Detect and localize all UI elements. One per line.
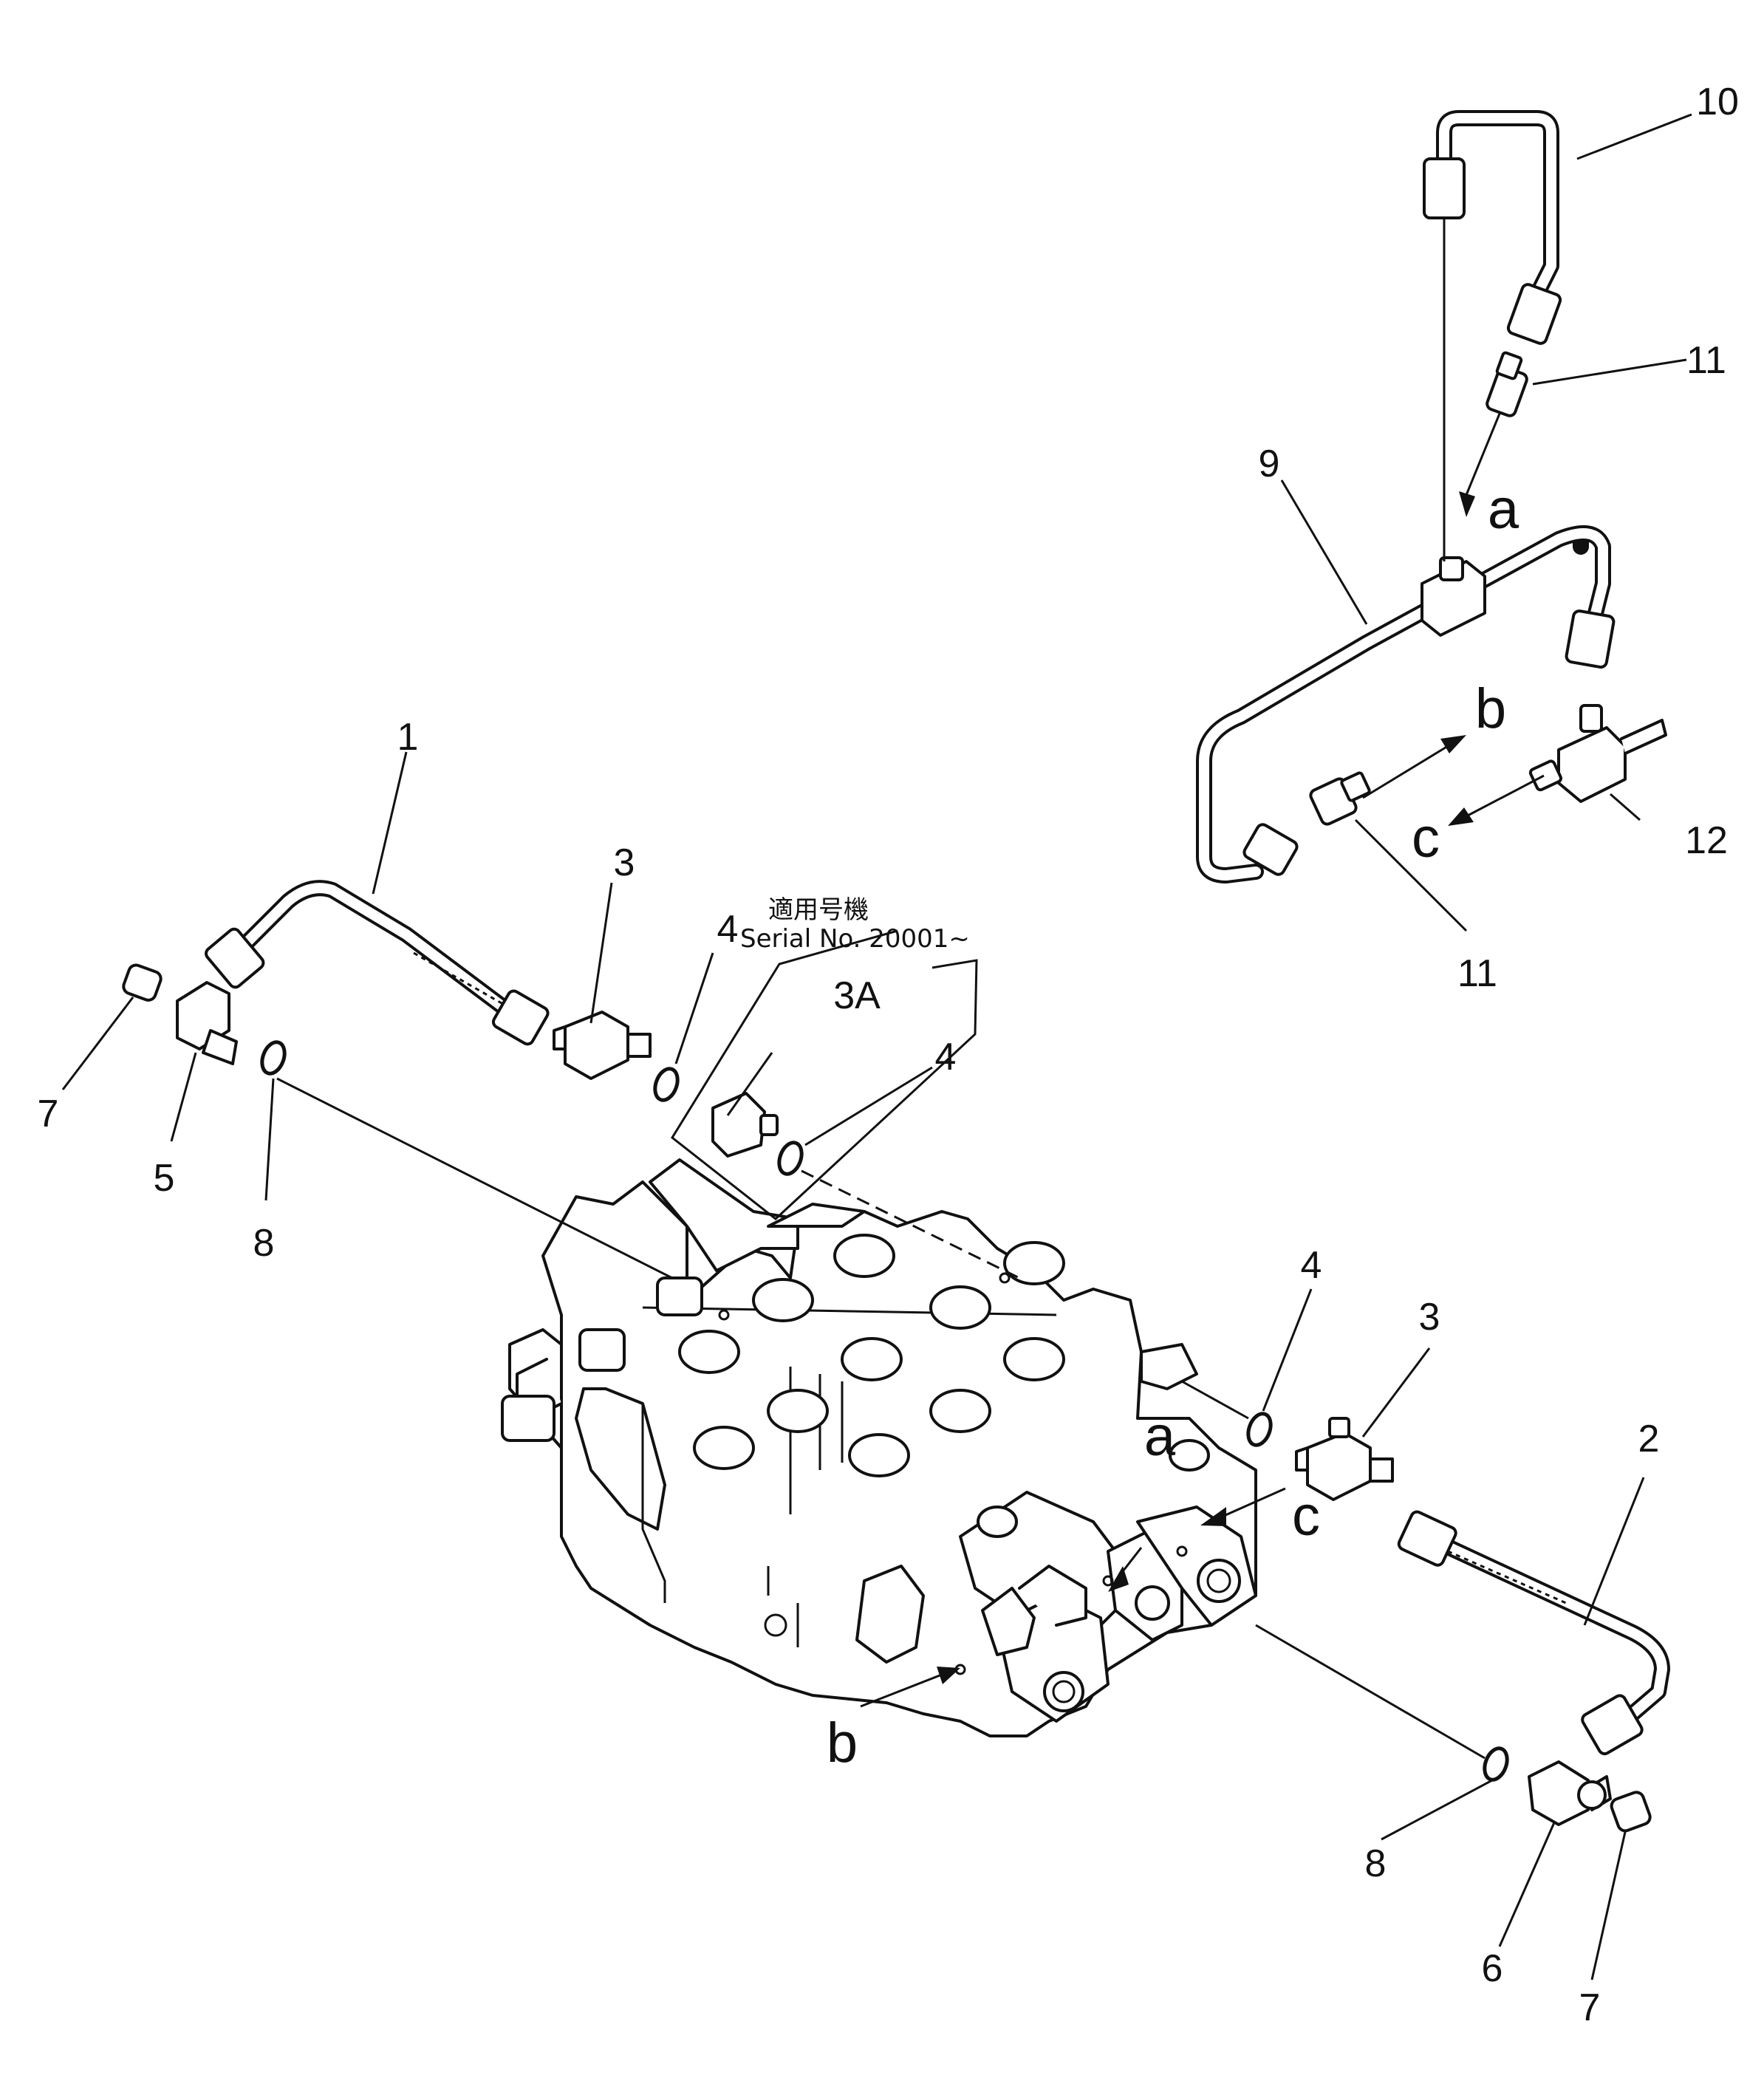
o-ring-4-note bbox=[777, 1141, 804, 1176]
nut-1-right bbox=[491, 989, 550, 1046]
cap-7-right bbox=[1610, 1791, 1652, 1833]
label-8-right: 8 bbox=[1365, 1842, 1387, 1885]
letter-b-top: b bbox=[1475, 677, 1506, 740]
note-line-2: Serial No. 20001~ bbox=[740, 924, 970, 954]
letter-b-valve: b bbox=[827, 1712, 858, 1774]
label-8-left: 8 bbox=[253, 1222, 275, 1265]
label-11-top: 11 bbox=[1686, 339, 1726, 382]
label-3-left: 3 bbox=[614, 841, 635, 884]
label-1: 1 bbox=[397, 716, 419, 759]
letter-c-top: c bbox=[1412, 807, 1440, 869]
nut-9-left bbox=[1242, 823, 1299, 876]
connection-letters: a b c a b c bbox=[827, 478, 1519, 1774]
part-number-labels: 1 2 3 3 3A 4 4 4 5 6 7 7 8 8 9 10 11 11 … bbox=[38, 81, 1739, 2029]
connector-3a bbox=[711, 1092, 779, 1158]
tee-block-9 bbox=[1421, 560, 1486, 637]
o-ring-4-left bbox=[653, 1067, 680, 1102]
nut-2-right bbox=[1581, 1694, 1644, 1756]
label-2: 2 bbox=[1638, 1418, 1660, 1460]
label-6: 6 bbox=[1482, 1947, 1503, 1990]
label-7-left: 7 bbox=[38, 1093, 59, 1135]
nut-9-right bbox=[1565, 609, 1616, 669]
label-5: 5 bbox=[154, 1157, 175, 1200]
letter-c-valve: c bbox=[1292, 1485, 1320, 1548]
elbow-5 bbox=[176, 981, 238, 1065]
adapter-11-bottom bbox=[1309, 771, 1371, 826]
note-line-1: 適用号機 bbox=[768, 895, 869, 925]
tee-12 bbox=[1528, 704, 1667, 803]
control-valve-body bbox=[501, 1158, 1257, 1737]
label-4-left: 4 bbox=[717, 908, 739, 951]
nut-1-left bbox=[205, 927, 265, 989]
label-4-right: 4 bbox=[1301, 1244, 1322, 1287]
tee-3-right bbox=[1295, 1417, 1394, 1501]
adapter-11-top bbox=[1486, 351, 1528, 417]
serial-note: 適用号機 Serial No. 20001~ bbox=[740, 895, 970, 954]
label-12: 12 bbox=[1685, 819, 1728, 862]
label-9: 9 bbox=[1259, 442, 1280, 485]
label-3a: 3A bbox=[833, 974, 881, 1017]
pipe-2 bbox=[1397, 1510, 1670, 1756]
note-bracket bbox=[671, 929, 978, 1220]
label-3-right: 3 bbox=[1419, 1296, 1440, 1339]
label-11-bottom: 11 bbox=[1457, 952, 1497, 995]
nut-10-bottom bbox=[1506, 283, 1562, 345]
pipe-10 bbox=[1423, 110, 1562, 345]
o-ring-8-left bbox=[260, 1040, 287, 1076]
cap-7-left bbox=[122, 963, 163, 1002]
o-ring-8-right bbox=[1483, 1746, 1509, 1782]
letter-a-top: a bbox=[1488, 478, 1519, 541]
elbow-6 bbox=[1528, 1760, 1612, 1826]
tee-3-left bbox=[553, 1011, 652, 1080]
nut-10-top bbox=[1423, 157, 1466, 219]
pipe-1 bbox=[205, 880, 550, 1046]
label-4-note: 4 bbox=[935, 1036, 957, 1079]
o-ring-4-right bbox=[1246, 1412, 1273, 1447]
leader-lines bbox=[61, 113, 1692, 1980]
nut-2-left bbox=[1397, 1510, 1457, 1567]
pipe-9 bbox=[1196, 525, 1616, 884]
label-10: 10 bbox=[1696, 81, 1739, 123]
label-7-right: 7 bbox=[1579, 1986, 1601, 2029]
letter-a-valve: a bbox=[1144, 1405, 1176, 1468]
